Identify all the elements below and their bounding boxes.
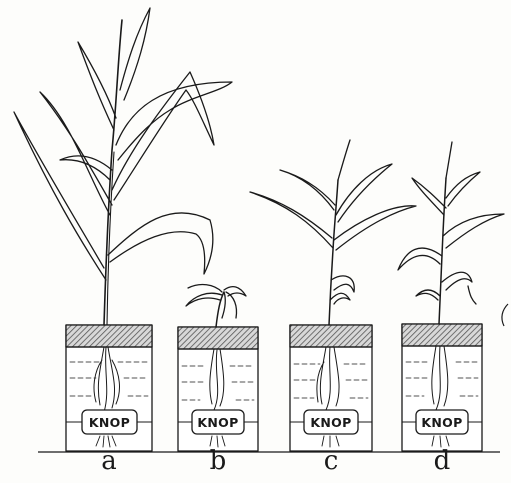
knop-label-c: KNOP xyxy=(310,415,351,430)
caption-b: b xyxy=(198,446,238,476)
shoot-c xyxy=(250,140,416,325)
shoot-a xyxy=(14,8,232,325)
knop-label-a: KNOP xyxy=(89,415,130,430)
plant-c xyxy=(250,140,416,451)
caption-a: a xyxy=(89,446,129,476)
shoot-d xyxy=(398,142,504,324)
caption-c: c xyxy=(311,446,351,476)
knop-label-d: KNOP xyxy=(421,415,462,430)
caption-d: d xyxy=(422,446,462,476)
plant-d xyxy=(398,142,504,451)
knop-label-b: KNOP xyxy=(197,415,238,430)
partial-plant-edge xyxy=(502,304,508,326)
shoot-b xyxy=(186,285,246,327)
